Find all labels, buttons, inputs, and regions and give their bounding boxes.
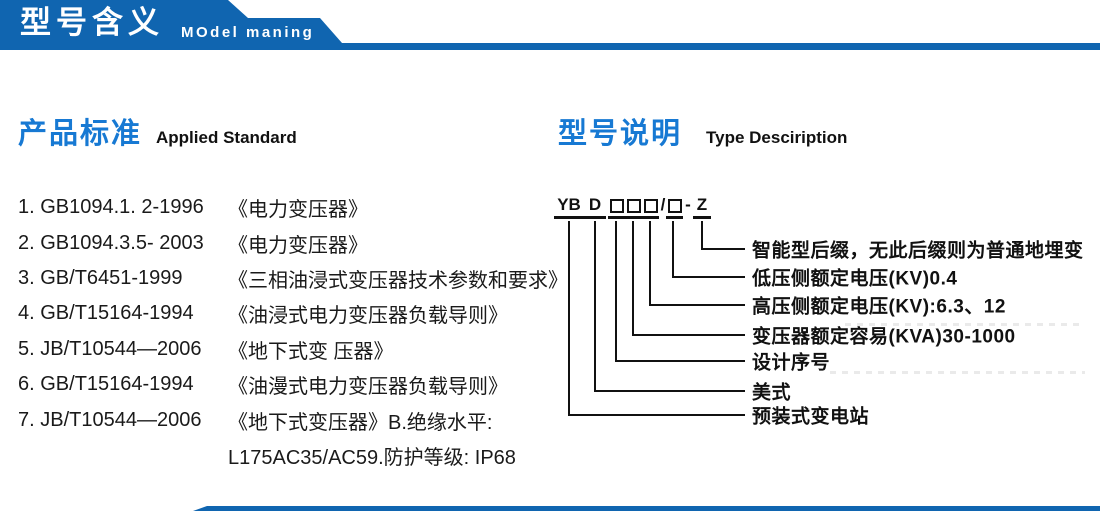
model-code-box-hv (625, 196, 642, 219)
standard-title: L175AC35/AC59.防护等级: IP68 (228, 446, 516, 469)
standard-code: 5. JB/T10544—2006 (18, 337, 202, 360)
standard-title: 《电力变压器》 (228, 199, 368, 222)
model-code-box-lv (666, 196, 683, 219)
standard-item-7: 7. JB/T10544—2006 《地下式变压器》B.绝缘水平: (18, 402, 558, 437)
placeholder-box-icon (667, 199, 682, 213)
type-description-heading: 型号说明 Type Desciription (558, 110, 847, 152)
model-code-d: D (584, 196, 606, 219)
standard-code: 6. GB/T15164-1994 (18, 373, 194, 396)
standard-title: 《三相油浸式变压器技术参数和要求》 (228, 269, 568, 292)
standard-code: 3. GB/T6451-1999 (18, 266, 183, 289)
footer-rule (193, 506, 1100, 511)
type-description-heading-cn: 型号说明 (558, 118, 683, 150)
standard-item-4: 4. GB/T15164-1994 《油浸式电力变压器负载导则》 (18, 296, 558, 331)
standards-heading-en: Applied Standard (156, 128, 297, 147)
label-rated-capacity: 变压器额定容易(KVA)30-1000 (752, 326, 1016, 348)
standards-list: 1. GB1094.1. 2-1996 《电力变压器》 2. GB1094.3.… (18, 190, 568, 473)
standard-title: 《油漫式电力变压器负载导则》 (228, 376, 508, 399)
standard-item-5: 5. JB/T10544—2006 《地下式变 压器》 (18, 332, 558, 367)
standard-code: 2. GB1094.3.5- 2003 (18, 231, 204, 254)
model-code-box-capacity (608, 196, 625, 219)
standard-title: 《地下式变压器》B.绝缘水平: (228, 411, 493, 434)
label-lv-voltage: 低压侧额定电压(KV)0.4 (752, 268, 958, 290)
standard-item-7-continuation: L175AC35/AC59.防护等级: IP68 (18, 438, 558, 473)
model-code-box-serial (642, 196, 659, 219)
model-code-suffix-z: Z (693, 196, 711, 219)
header-band-shape (0, 0, 1100, 50)
standard-title: 《电力变压器》 (228, 234, 368, 257)
standard-title: 《地下式变 压器》 (228, 340, 394, 363)
label-prefab-substation: 预装式变电站 (752, 406, 870, 428)
model-code-slash: / (660, 195, 666, 214)
standard-code: 4. GB/T15164-1994 (18, 302, 194, 325)
type-description-heading-en: Type Desciription (706, 128, 848, 147)
placeholder-box-icon (609, 199, 624, 213)
label-smart-suffix: 智能型后缀，无此后缀则为普通地埋变 (752, 240, 1084, 262)
standards-heading-cn: 产品标准 (18, 118, 143, 150)
standard-title: 《油浸式电力变压器负载导则》 (228, 305, 508, 328)
standards-heading: 产品标准 Applied Standard (18, 110, 297, 152)
model-code-prefix: YB (554, 196, 584, 219)
standard-code: 7. JB/T10544—2006 (18, 408, 202, 431)
standard-item-3: 3. GB/T6451-1999 《三相油浸式变压器技术参数和要求》 (18, 261, 568, 296)
standard-item-1: 1. GB1094.1. 2-1996 《电力变压器》 (18, 190, 558, 225)
label-american-style: 美式 (752, 382, 792, 404)
label-design-serial: 设计序号 (752, 352, 831, 374)
standard-code: 1. GB1094.1. 2-1996 (18, 196, 204, 219)
label-hv-voltage: 高压侧额定电压(KV):6.3、12 (752, 296, 1006, 318)
page-subtitle: MOdel maning (181, 24, 315, 41)
model-code-dash: - (685, 195, 691, 214)
standard-item-6: 6. GB/T15164-1994 《油漫式电力变压器负载导则》 (18, 367, 558, 402)
standard-item-2: 2. GB1094.3.5- 2003 《电力变压器》 (18, 225, 558, 260)
print-artifact (845, 323, 1080, 326)
placeholder-box-icon (626, 199, 641, 213)
placeholder-box-icon (643, 199, 658, 213)
page-title: 型号含义 (20, 5, 164, 40)
print-artifact (830, 371, 1085, 374)
